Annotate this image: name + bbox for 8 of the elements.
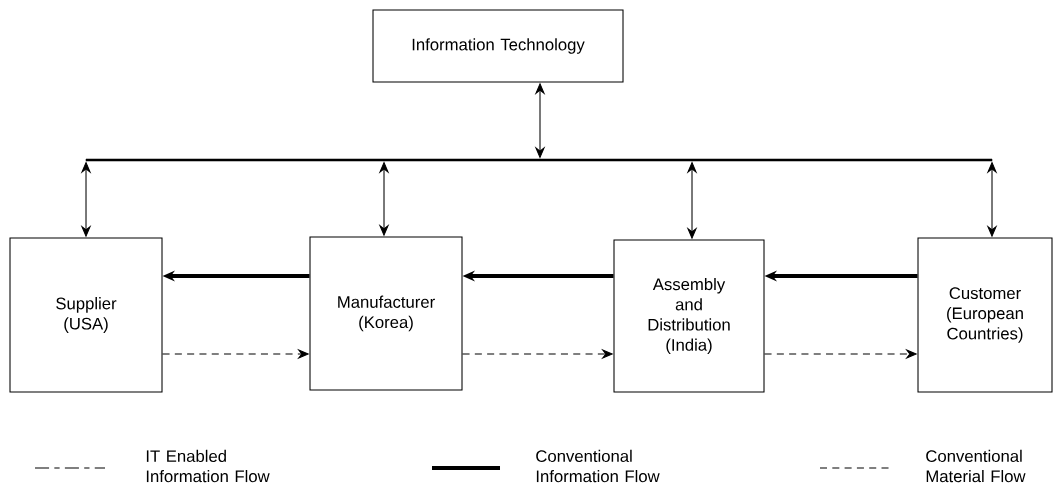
legend-label: Conventional Material Flow — [926, 449, 1026, 483]
title-box: Information Technology — [372, 9, 624, 83]
legend-label: IT Enabled Information Flow — [146, 449, 270, 483]
process-box: Assembly and Distribution (India) — [613, 239, 765, 393]
legend-label: Conventional Information Flow — [536, 449, 660, 483]
process-box: Supplier (USA) — [9, 237, 163, 393]
process-box: Manufacturer (Korea) — [309, 236, 463, 391]
process-box: Customer (European Countries) — [917, 237, 1053, 393]
